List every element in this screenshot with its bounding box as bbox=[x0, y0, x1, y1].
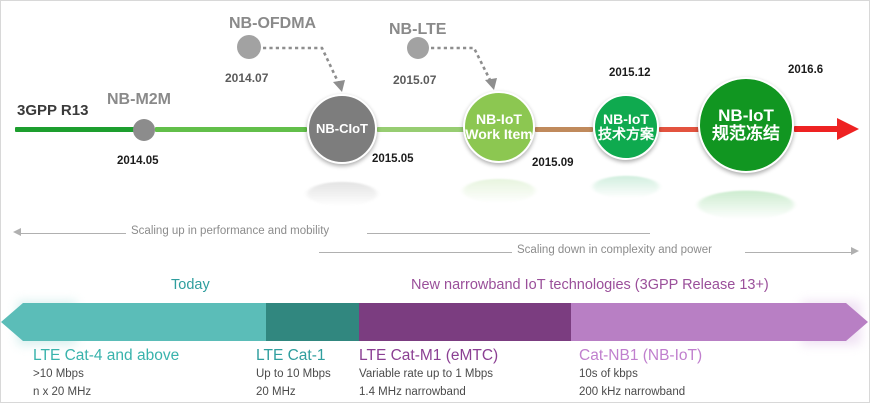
node-title-nb-m2m: NB-M2M bbox=[107, 91, 171, 108]
tech-name-lte-cat4: LTE Cat-4 and above bbox=[33, 347, 180, 364]
node-label-nb-iot-tech-line2: 技术方案 bbox=[598, 126, 654, 142]
tech-line-lte-cat1-0: Up to 10 Mbps bbox=[256, 368, 331, 380]
scaling-up-arrow-head bbox=[13, 228, 21, 236]
scaling-down-label: Scaling down in complexity and power bbox=[512, 244, 717, 256]
node-date-nb-ciot: 2015.05 bbox=[372, 153, 414, 165]
node-date-nb-iot-frozen: 2016.6 bbox=[788, 64, 824, 76]
node-date-nb-iot-work-item: 2015.09 bbox=[532, 157, 574, 169]
node-reflection-nb-iot-tech bbox=[593, 175, 659, 199]
tech-line-cat-nb1-1: 200 kHz narrowband bbox=[579, 385, 686, 398]
tech-line-lte-cat4-1: n x 20 MHz bbox=[33, 385, 92, 398]
node-date-nb-m2m: 2014.05 bbox=[117, 155, 159, 167]
tech-name-cat-nb1: Cat-NB1 (NB-IoT) bbox=[579, 347, 703, 364]
spectrum-bar bbox=[1, 301, 869, 345]
axis-label-3gpp-r13: 3GPP R13 bbox=[17, 102, 89, 119]
timeline-segment-2 bbox=[155, 127, 307, 132]
spectrum-header-today: Today bbox=[171, 277, 210, 293]
tech-line-lte-cat-m1-0: Variable rate up to 1 Mbps bbox=[359, 368, 494, 380]
timeline-segment-6 bbox=[794, 126, 841, 132]
node-date-nb-lte: 2015.07 bbox=[393, 73, 437, 87]
spectrum-bar-cap-right bbox=[846, 303, 868, 341]
node-date-nb-ofdma: 2014.07 bbox=[225, 71, 269, 85]
tech-name-lte-cat1: LTE Cat-1 bbox=[256, 347, 326, 364]
scaling-down-line-left bbox=[319, 252, 512, 253]
timeline-segment-5 bbox=[659, 127, 699, 132]
node-title-nb-ofdma: NB-OFDMA bbox=[229, 15, 317, 32]
node-label-nb-ciot: NB-CIoT bbox=[316, 121, 368, 137]
tech-lte-cat-m1: LTE Cat-M1 (eMTC) Variable rate up to 1 … bbox=[359, 347, 498, 400]
timeline-segment-1 bbox=[15, 127, 135, 132]
spectrum-segment-lte-cat1[interactable] bbox=[266, 303, 359, 341]
spectrum-bar-cap-left bbox=[1, 303, 23, 341]
scaling-up-line-left bbox=[20, 233, 126, 234]
node-label-nb-iot-work-item-line2: Work Item bbox=[465, 126, 533, 142]
scaling-down-line-right bbox=[745, 252, 851, 253]
spectrum-segment-cat-nb1[interactable] bbox=[571, 303, 846, 341]
tech-line-lte-cat-m1-1: 1.4 MHz narrowband bbox=[359, 385, 466, 398]
scaling-up-label: Scaling up in performance and mobility bbox=[126, 225, 335, 237]
node-nb-m2m[interactable] bbox=[133, 119, 155, 141]
scaling-up-annotation: Scaling up in performance and mobility bbox=[1, 225, 650, 241]
tech-line-cat-nb1-0: 10s of kbps bbox=[579, 368, 638, 380]
node-label-nb-iot-frozen-line2: 规范冻结 bbox=[712, 124, 780, 143]
node-label-nb-iot-work-item-line1: NB-IoT bbox=[476, 111, 522, 128]
connector-nb-ofdma-to-nb-ciot bbox=[263, 46, 345, 92]
node-title-nb-lte: NB-LTE bbox=[389, 21, 447, 38]
tech-cat-nb1: Cat-NB1 (NB-IoT) 10s of kbps 200 kHz nar… bbox=[579, 347, 702, 400]
scaling-down-arrow-head bbox=[851, 247, 859, 255]
node-nb-iot-work-item[interactable]: NB-IoT Work Item bbox=[463, 91, 535, 163]
node-label-nb-iot-frozen-line1: NB-IoT bbox=[718, 106, 774, 126]
tech-lte-cat4: LTE Cat-4 and above >10 Mbps n x 20 MHz bbox=[33, 347, 179, 400]
node-nb-iot-frozen[interactable]: NB-IoT 规范冻结 bbox=[698, 77, 794, 173]
node-nb-iot-tech[interactable]: NB-IoT 技术方案 bbox=[593, 94, 659, 160]
node-nb-lte[interactable] bbox=[407, 37, 429, 59]
connector-nb-lte-to-nb-iot-work-item bbox=[431, 46, 497, 90]
node-reflection-nb-iot-frozen bbox=[698, 190, 794, 220]
spectrum-segment-lte-cat4[interactable] bbox=[23, 303, 266, 341]
timeline-segment-3 bbox=[377, 127, 465, 132]
node-nb-ciot[interactable]: NB-CIoT bbox=[307, 94, 377, 164]
timeline-arrow-head bbox=[837, 118, 859, 140]
timeline-segment-4 bbox=[535, 127, 593, 132]
scaling-up-line-right bbox=[367, 233, 650, 234]
tech-name-lte-cat-m1: LTE Cat-M1 (eMTC) bbox=[359, 347, 499, 364]
scaling-down-annotation: Scaling down in complexity and power bbox=[1, 244, 869, 260]
spectrum-header-new-narrowband: New narrowband IoT technologies (3GPP Re… bbox=[411, 277, 769, 293]
node-nb-ofdma[interactable] bbox=[237, 35, 261, 59]
node-reflection-nb-ciot bbox=[307, 181, 377, 207]
node-label-nb-iot-tech-line1: NB-IoT bbox=[603, 111, 649, 128]
tech-lte-cat1: LTE Cat-1 Up to 10 Mbps 20 MHz bbox=[256, 347, 331, 400]
tech-line-lte-cat4-0: >10 Mbps bbox=[33, 368, 84, 380]
tech-line-lte-cat1-1: 20 MHz bbox=[256, 385, 296, 398]
node-reflection-nb-iot-work-item bbox=[463, 178, 535, 204]
node-date-nb-iot-tech: 2015.12 bbox=[609, 67, 651, 79]
spectrum-segment-lte-cat-m1[interactable] bbox=[359, 303, 571, 341]
